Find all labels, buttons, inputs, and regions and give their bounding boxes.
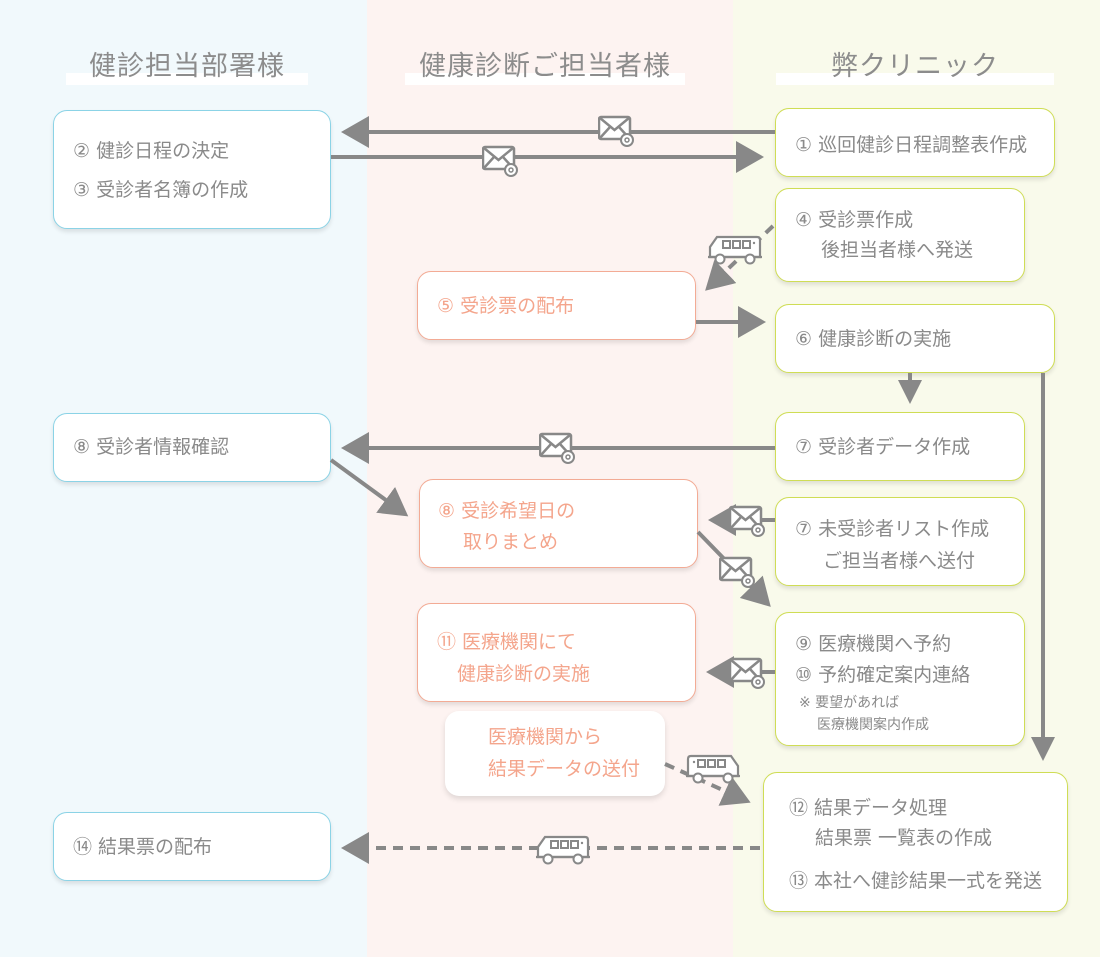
step-examinee-data-creation-box[interactable]: ⑦ 受診者データ作成	[775, 412, 1025, 481]
step-non-examinee-list-box[interactable]: ⑦ 未受診者リスト作成 ご担当者様へ送付	[775, 497, 1025, 586]
mail-icon	[539, 432, 575, 464]
step-result-processing-box[interactable]: ⑫ 結果データ処理 結果票 一覧表の作成 ⑬ 本社へ健診結果一式を発送	[763, 772, 1068, 912]
mail-icon	[719, 556, 755, 588]
step-ticket-distribution-box[interactable]: ⑤ 受診票の配布	[417, 271, 696, 340]
lane-title-health-dept: 健診担当部署様	[66, 44, 308, 85]
step-schedule-table-creation-box[interactable]: ① 巡回健診日程調整表作成	[775, 108, 1055, 177]
step-preferred-date-collection-box[interactable]: ⑧ 受診希望日の 取りまとめ	[419, 479, 698, 568]
delivery-truck-icon	[708, 235, 762, 265]
step-reservation-box[interactable]: ⑨ 医療機関へ予約 ⑩ 予約確定案内連絡 ※ 要望があれば 医療機関案内作成	[775, 612, 1025, 746]
lane-title-clinic: 弊クリニック	[776, 44, 1054, 85]
step-examinee-info-check-box[interactable]: ⑧ 受診者情報確認	[53, 413, 331, 482]
delivery-truck-icon	[536, 835, 590, 865]
step-ticket-creation-box[interactable]: ④ 受診票作成 後担当者様へ発送	[775, 188, 1025, 282]
delivery-truck-icon	[686, 754, 740, 784]
result-data-sending-note: 医療機関から 結果データの送付	[445, 711, 665, 796]
step-schedule-decision-box[interactable]: ② 健診日程の決定 ③ 受診者名簿の作成	[53, 110, 331, 229]
mail-icon	[482, 145, 518, 177]
mail-icon	[729, 505, 765, 537]
lane-title-checkup-coordinator: 健康診断ご担当者様	[405, 44, 685, 85]
step-medical-institution-checkup-box[interactable]: ⑪ 医療機関にて 健康診断の実施	[417, 603, 696, 702]
mail-icon	[598, 115, 634, 147]
step-health-checkup-box[interactable]: ⑥ 健康診断の実施	[775, 304, 1055, 373]
step-result-distribution-box[interactable]: ⑭ 結果票の配布	[53, 812, 331, 881]
mail-icon	[729, 657, 765, 689]
